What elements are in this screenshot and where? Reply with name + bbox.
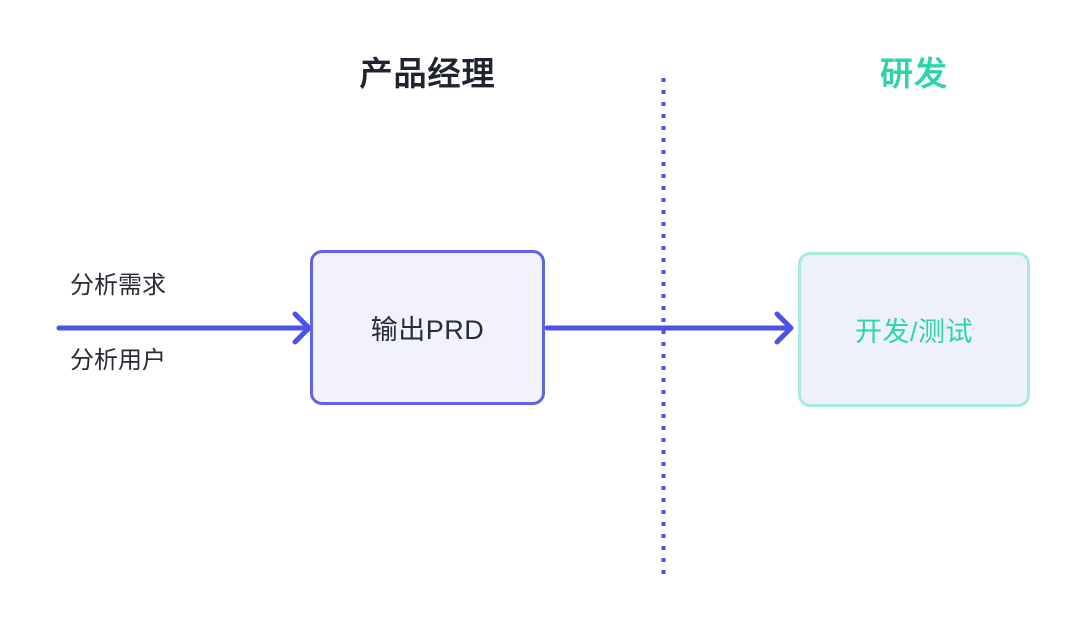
arrow-input-head bbox=[292, 311, 312, 345]
node-output-prd-label: 输出PRD bbox=[370, 315, 485, 345]
node-dev-test-label: 开发/测试 bbox=[854, 317, 973, 347]
arrow-handoff-head bbox=[774, 311, 794, 345]
node-dev-test[interactable]: 开发/测试 bbox=[798, 252, 1030, 407]
annotation-analyze-requirements: 分析需求 bbox=[70, 272, 166, 299]
node-output-prd[interactable]: 输出PRD bbox=[310, 250, 545, 405]
lane-title-rd: 研发 bbox=[880, 55, 948, 92]
lane-title-product-manager: 产品经理 bbox=[359, 55, 496, 92]
annotation-analyze-users: 分析用户 bbox=[70, 347, 166, 374]
